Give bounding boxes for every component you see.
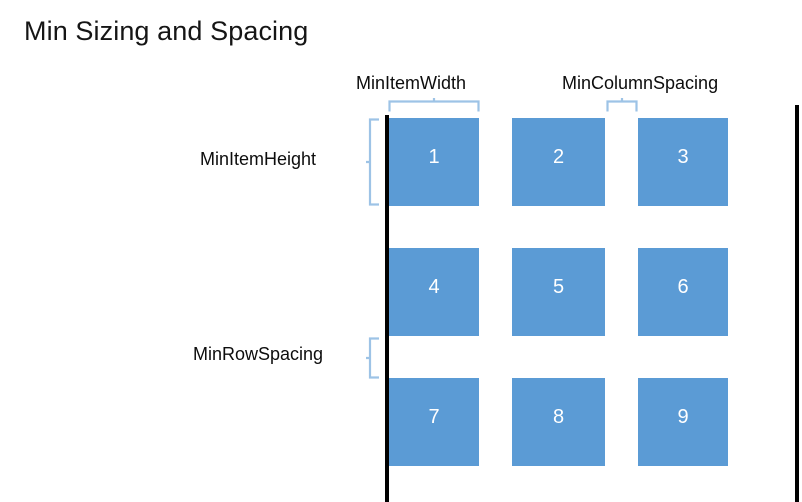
label-min-column-spacing: MinColumnSpacing bbox=[562, 73, 719, 93]
label-min-item-height: MinItemHeight bbox=[200, 149, 317, 169]
grid-item[interactable]: 9 bbox=[638, 378, 728, 466]
grid-item[interactable]: 5 bbox=[512, 248, 605, 336]
bracket-min-item-height-icon bbox=[366, 118, 380, 206]
grid-item-label: 5 bbox=[552, 276, 565, 298]
grid-item[interactable]: 1 bbox=[389, 118, 479, 206]
label-min-row-spacing: MinRowSpacing bbox=[193, 344, 324, 364]
grid-item[interactable]: 6 bbox=[638, 248, 728, 336]
grid-item[interactable]: 8 bbox=[512, 378, 605, 466]
label-min-item-width: MinItemWidth bbox=[356, 73, 467, 93]
grid-item-label: 8 bbox=[552, 406, 565, 428]
page-title: Min Sizing and Spacing bbox=[24, 16, 309, 46]
grid-item-label: 9 bbox=[677, 406, 689, 428]
bracket-min-item-width-icon bbox=[388, 98, 480, 112]
grid-item-label: 2 bbox=[552, 146, 565, 168]
grid-item-label: 4 bbox=[428, 276, 440, 298]
grid-item-label: 1 bbox=[428, 146, 440, 168]
grid-item[interactable]: 2 bbox=[512, 118, 605, 206]
grid-item[interactable]: 4 bbox=[389, 248, 479, 336]
grid-item[interactable]: 3 bbox=[638, 118, 728, 206]
left-boundary-rail bbox=[385, 115, 389, 502]
bracket-min-row-spacing-icon bbox=[366, 337, 380, 379]
grid-item-label: 3 bbox=[677, 146, 689, 168]
grid-item[interactable]: 7 bbox=[389, 378, 479, 466]
bracket-min-column-spacing-icon bbox=[606, 98, 638, 112]
grid-item-label: 7 bbox=[428, 406, 440, 428]
grid-item-label: 6 bbox=[677, 276, 689, 298]
right-boundary-rail bbox=[795, 105, 799, 502]
